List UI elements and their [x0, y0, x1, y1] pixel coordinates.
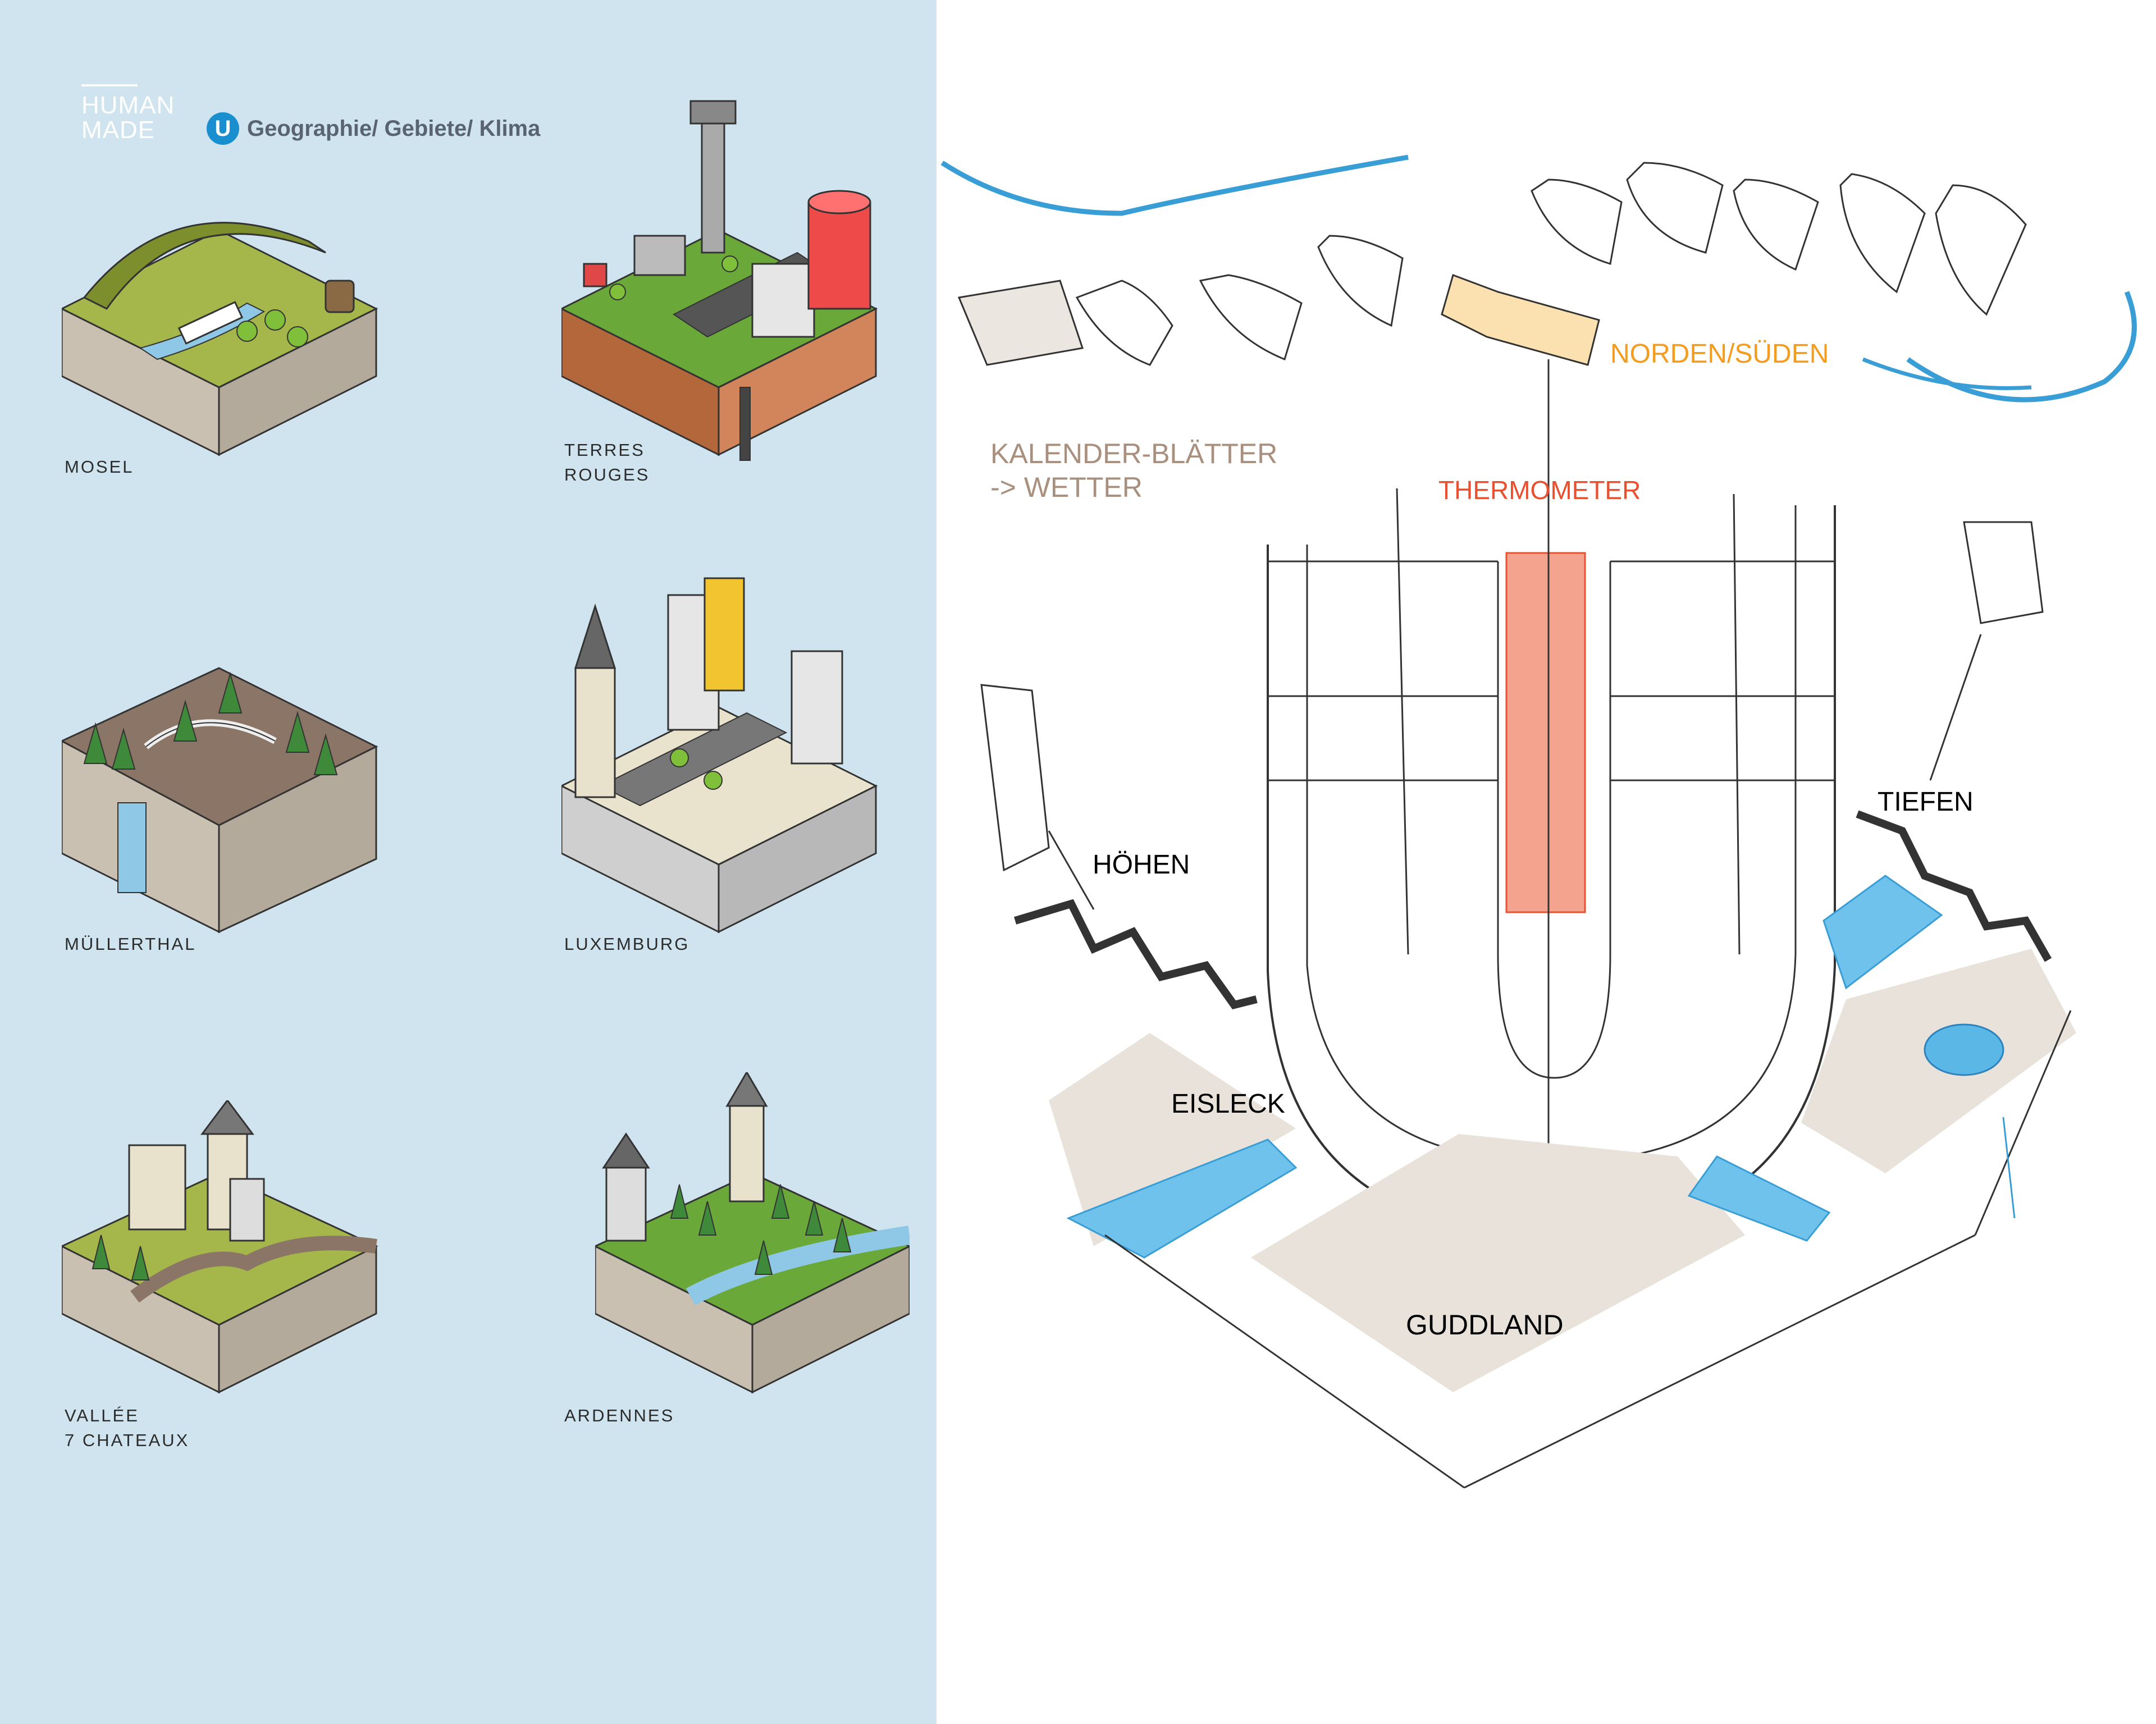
north-south-label: NORDEN/SÜDEN: [1610, 339, 1829, 369]
height-marker: [980, 684, 1050, 872]
region-tile-terres-rouges[interactable]: [561, 95, 887, 466]
human-made-logo: HUMAN MADE: [81, 84, 175, 143]
region-tile-ardennes[interactable]: [595, 1072, 910, 1403]
region-label-vallee-7-chateaux: VALLÉE 7 CHATEAUX: [65, 1406, 190, 1450]
sky-line: [940, 154, 1409, 216]
region-tile-luxemburg[interactable]: [561, 573, 887, 938]
region-label-mosel: MOSEL: [65, 457, 134, 477]
depth-marker: [1963, 521, 2044, 624]
vallee-illustration: [62, 1100, 378, 1394]
region-tile-muellerthal[interactable]: [62, 634, 387, 938]
region-label-muellerthal: MÜLLERTHAL: [65, 934, 197, 954]
depths-zigzag: [1856, 810, 2052, 962]
heights-zigzag: [1013, 899, 1258, 1009]
terres-rouges-illustration: [561, 100, 878, 461]
north-south-sheet: [1441, 274, 1600, 366]
land-shape-eisleck: [1049, 1033, 1296, 1246]
heights-label: HÖHEN: [1093, 850, 1190, 880]
guddland-label: GUDDLAND: [1406, 1309, 1564, 1341]
region-label-ardennes: ARDENNES: [564, 1406, 675, 1425]
lake-shape: [1924, 1023, 2004, 1076]
river-shape: [1822, 875, 1943, 990]
land-shape-guddland: [1251, 1134, 1745, 1392]
sky-line: [1906, 291, 2137, 403]
luxemburg-illustration: [561, 577, 878, 934]
region-label-terres-rouges: TERRES ROUGES: [564, 440, 650, 484]
region-tile-vallee-7-chateaux[interactable]: [62, 1100, 387, 1403]
calendar-label: KALENDER-BLÄTTER -> WETTER: [990, 438, 1278, 503]
thermometer-label: THERMOMETER: [1438, 475, 1641, 505]
sky-line: [1862, 357, 2032, 390]
category-label: Geographie/ Gebiete/ Klima: [247, 116, 541, 141]
river-shape: [1687, 1155, 1831, 1242]
eisleck-label: EISLECK: [1171, 1089, 1285, 1119]
calendar-sheet-icon: [957, 280, 1084, 366]
thermometer-bar: [1505, 552, 1586, 913]
region-label-luxemburg: LUXEMBURG: [564, 934, 690, 954]
category-heading: U Geographie/ Gebiete/ Klima: [207, 112, 540, 145]
muellerthal-illustration: [62, 667, 378, 934]
ardennes-illustration: [595, 1072, 910, 1394]
mosel-illustration: [62, 222, 378, 456]
presentation-panel: HUMAN MADE U Geographie/ Gebiete/ Klima …: [0, 0, 937, 1724]
concept-sketch: [940, 154, 2137, 1489]
region-tile-mosel[interactable]: [62, 168, 387, 460]
depths-label: TIEFEN: [1878, 787, 1974, 817]
sketch-panel: KALENDER-BLÄTTER -> WETTER NORDEN/SÜDEN …: [937, 0, 2156, 1724]
u-icon: U: [207, 112, 239, 145]
